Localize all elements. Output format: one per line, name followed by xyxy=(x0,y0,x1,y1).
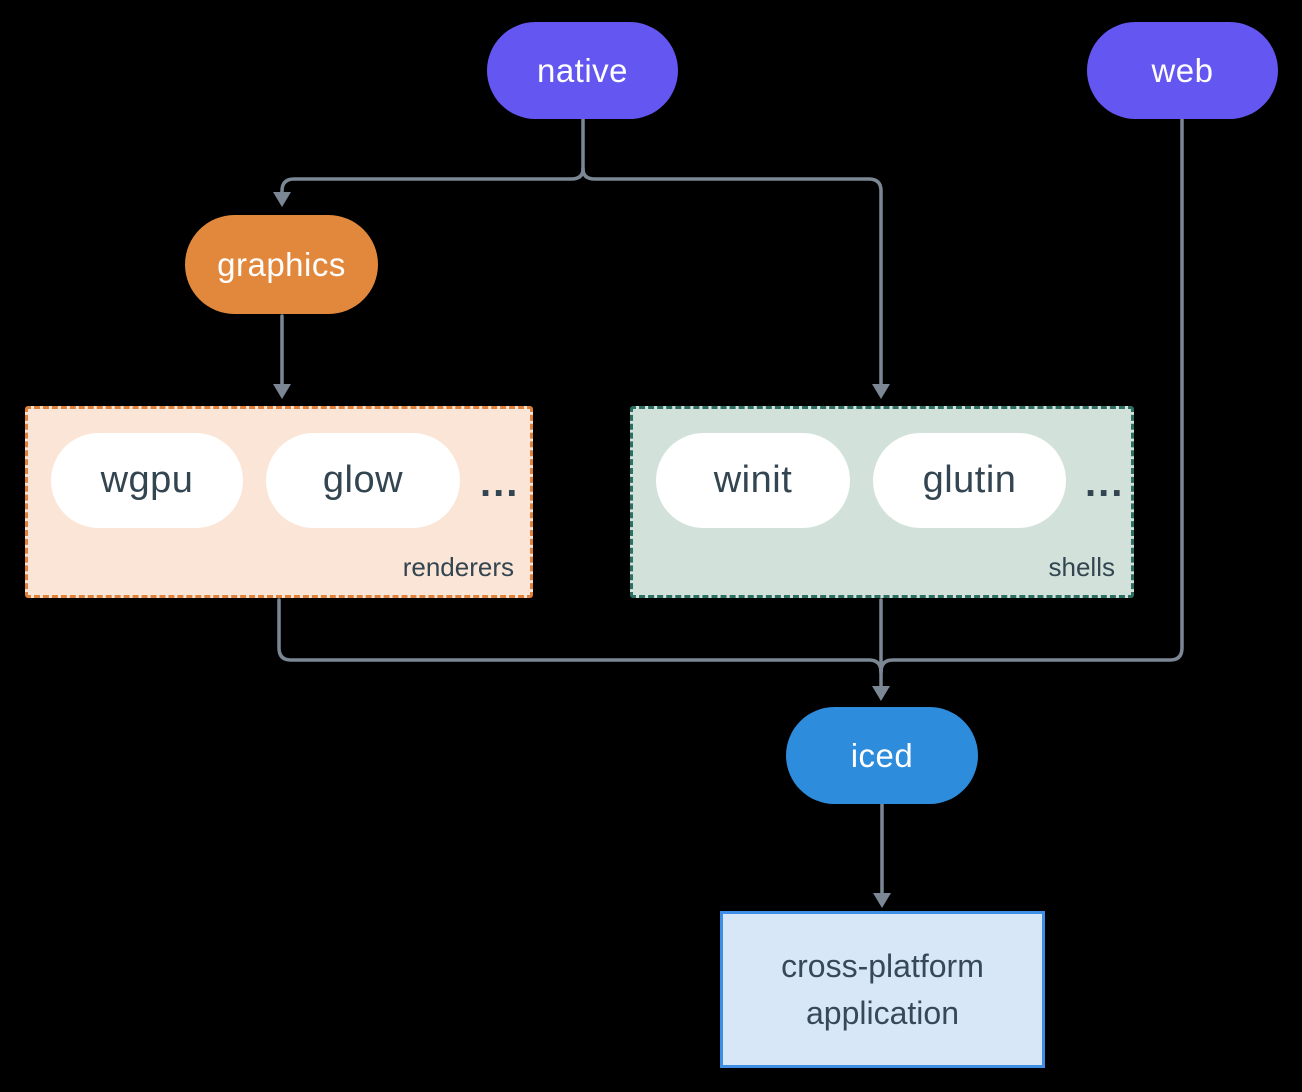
edge-native-shells xyxy=(581,167,883,390)
shells-ellipsis: ... xyxy=(1085,461,1125,505)
edge-renderers-iced xyxy=(277,598,883,674)
node-iced-label: iced xyxy=(850,736,914,774)
node-graphics: graphics xyxy=(185,215,378,314)
arrowhead-shells xyxy=(872,384,890,399)
node-native-label: native xyxy=(536,51,629,89)
renderers-group-label: renderers xyxy=(402,552,514,582)
node-iced: iced xyxy=(786,707,978,804)
renderers-ellipsis: ... xyxy=(480,461,520,505)
node-glutin-label: glutin xyxy=(922,459,1017,501)
group-shells: winit glutin ... shells xyxy=(630,406,1134,598)
arrowhead-iced xyxy=(872,686,890,701)
node-web: web xyxy=(1087,22,1278,119)
node-web-label: web xyxy=(1151,51,1214,89)
node-winit: winit xyxy=(656,433,850,528)
arrowhead-renderers xyxy=(273,384,291,399)
node-glow: glow xyxy=(266,433,460,528)
node-graphics-label: graphics xyxy=(217,245,346,283)
node-glutin: glutin xyxy=(873,433,1066,528)
group-renderers: wgpu glow ... renderers xyxy=(25,406,533,598)
node-native: native xyxy=(487,22,678,119)
node-glow-label: glow xyxy=(322,459,404,501)
node-app-label: cross-platform application xyxy=(781,947,984,1031)
node-wgpu: wgpu xyxy=(51,433,243,528)
shells-group-label: shells xyxy=(1048,552,1115,582)
node-winit-label: winit xyxy=(713,459,793,501)
edge-native-graphics xyxy=(280,167,585,198)
arrowhead-app xyxy=(873,893,891,908)
node-wgpu-label: wgpu xyxy=(100,459,194,501)
arrowhead-graphics xyxy=(273,192,291,207)
node-cross-platform-application: cross-platform application xyxy=(720,911,1045,1068)
